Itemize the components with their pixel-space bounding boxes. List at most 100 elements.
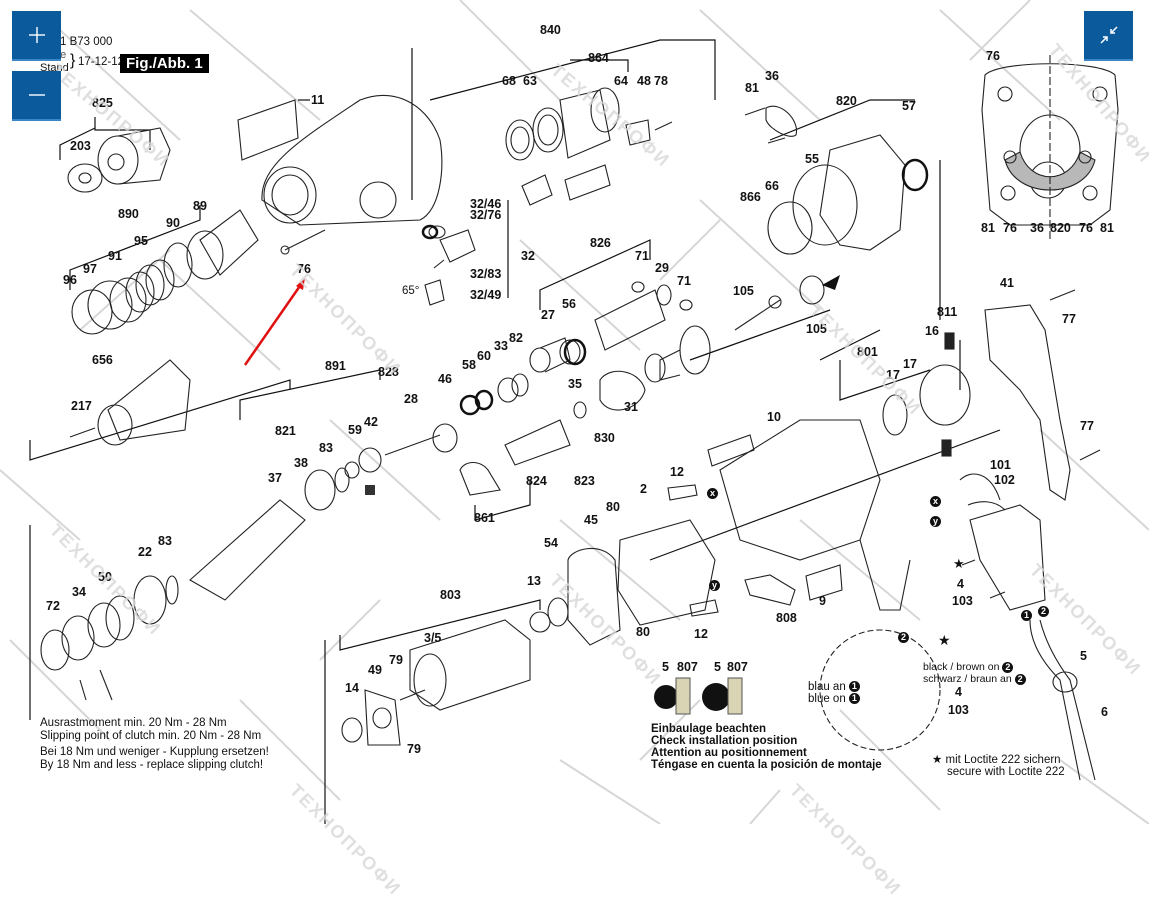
part-label: 34 <box>72 585 86 599</box>
wiring-black-en: black / brown on 2 <box>923 661 1014 674</box>
part-label: 5 <box>1080 649 1087 663</box>
star-icon: ★ <box>938 632 951 648</box>
part-label: 96 <box>63 273 77 287</box>
part-label: 41 <box>1000 276 1014 290</box>
part-label: 66 <box>765 179 779 193</box>
part-label: 891 <box>325 359 346 373</box>
part-label: 32/46 <box>470 197 502 211</box>
zoom-out-button[interactable] <box>12 71 61 121</box>
part-label: 861 <box>474 511 495 525</box>
part-label: 217 <box>71 399 92 413</box>
part-label: 17 <box>903 357 917 371</box>
part-label: 46 <box>438 372 452 386</box>
part-label: 10 <box>767 410 781 424</box>
part-label: 90 <box>166 216 180 230</box>
part-label: 824 <box>526 474 547 488</box>
part-label: 29 <box>655 261 669 275</box>
part-label: 68 <box>502 74 516 88</box>
part-label: 80 <box>636 625 650 639</box>
part-label: 95 <box>134 234 148 248</box>
clutch-note-en: Slipping point of clutch min. 20 Nm - 28… <box>40 730 262 742</box>
inset-part-label: 36 <box>1030 221 1044 235</box>
terminal-2-marker: 2 <box>1002 661 1014 673</box>
part-label: 55 <box>805 152 819 166</box>
part-label: 59 <box>348 423 362 437</box>
part-label: 78 <box>654 74 668 88</box>
part-label: 3/5 <box>424 631 442 645</box>
part-label: 656 <box>92 353 113 367</box>
inset-part-label: 76 <box>986 49 1000 63</box>
zoom-in-button[interactable] <box>12 11 61 61</box>
part-label: 89 <box>193 199 207 213</box>
marker-y: y <box>709 580 720 591</box>
part-label: 103 <box>952 594 973 608</box>
part-label: 203 <box>70 139 91 153</box>
inset-part-label: 820 <box>1050 221 1071 235</box>
wiring-blue-de: blau an 1 <box>808 681 860 694</box>
star-icon: ★ <box>953 556 965 571</box>
part-label: 42 <box>364 415 378 429</box>
part-label: 101 <box>990 458 1011 472</box>
part-label: 9 <box>819 594 826 608</box>
star-icon: ★ <box>932 754 943 766</box>
part-label: 77 <box>1062 312 1076 326</box>
part-label: 79 <box>389 653 403 667</box>
install-note-de: Einbaulage beachten <box>651 723 767 735</box>
terminal-1-marker: 1 <box>848 693 860 705</box>
revision-date: 17-12-12 <box>78 56 125 68</box>
part-label: 5 <box>714 660 721 674</box>
part-label: 71 <box>635 249 649 263</box>
part-label: 890 <box>118 207 139 221</box>
part-label: 807 <box>727 660 748 674</box>
part-label: 2 <box>640 482 647 496</box>
part-label: 808 <box>776 611 797 625</box>
part-label: 79 <box>407 742 421 756</box>
part-number: 1 B73 000 <box>60 36 113 48</box>
part-label: 12 <box>694 627 708 641</box>
part-label: 81 <box>745 81 759 95</box>
part-label: 823 <box>574 474 595 488</box>
part-label: 103 <box>948 703 969 717</box>
part-label: 36 <box>765 69 779 83</box>
part-label: 32/83 <box>470 267 502 281</box>
clutch-note-de: Ausrastmoment min. 20 Nm - 28 Nm <box>40 717 227 729</box>
part-label: 826 <box>590 236 611 250</box>
part-label: 828 <box>378 365 399 379</box>
part-label: 32/76 <box>470 208 502 222</box>
part-label: 6 <box>1101 705 1108 719</box>
part-label: 35 <box>568 377 582 391</box>
part-label: 22 <box>138 545 152 559</box>
part-label: 83 <box>158 534 172 548</box>
terminal-1-marker: 1 <box>1021 610 1032 621</box>
part-label: 11 <box>311 93 325 107</box>
wiring-blue-en: blue on 1 <box>808 693 860 706</box>
part-label: 97 <box>83 262 97 276</box>
parts-diagram-canvas <box>0 0 1149 824</box>
part-label: 811 <box>937 305 958 319</box>
part-label: 32/49 <box>470 288 502 302</box>
terminal-2-marker: 2 <box>898 632 909 643</box>
part-label: 105 <box>806 322 827 336</box>
part-label: 54 <box>544 536 558 550</box>
terminal-2-marker: 2 <box>1038 606 1049 617</box>
part-label: 64 <box>614 74 628 88</box>
part-label: 38 <box>294 456 308 470</box>
install-note-en: Check installation position <box>651 735 798 747</box>
part-label: 4 <box>957 577 964 591</box>
part-label: 56 <box>562 297 576 311</box>
wiring-black-de: schwarz / braun an 2 <box>923 673 1026 686</box>
part-label: 864 <box>588 51 609 65</box>
part-label: 28 <box>404 392 418 406</box>
part-label: 50 <box>98 570 112 584</box>
install-note-es: Téngase en cuenta la posición de montaje <box>651 759 882 771</box>
watermark-lines <box>0 0 1149 824</box>
part-label: 58 <box>462 358 476 372</box>
part-label: 27 <box>541 308 555 322</box>
part-label: 45 <box>584 513 598 527</box>
part-label: 60 <box>477 349 491 363</box>
part-label: 105 <box>733 284 754 298</box>
part-label: 12 <box>670 465 684 479</box>
brace: } <box>70 52 76 69</box>
part-label: 48 <box>637 74 651 88</box>
exit-fullscreen-button[interactable] <box>1084 11 1133 61</box>
